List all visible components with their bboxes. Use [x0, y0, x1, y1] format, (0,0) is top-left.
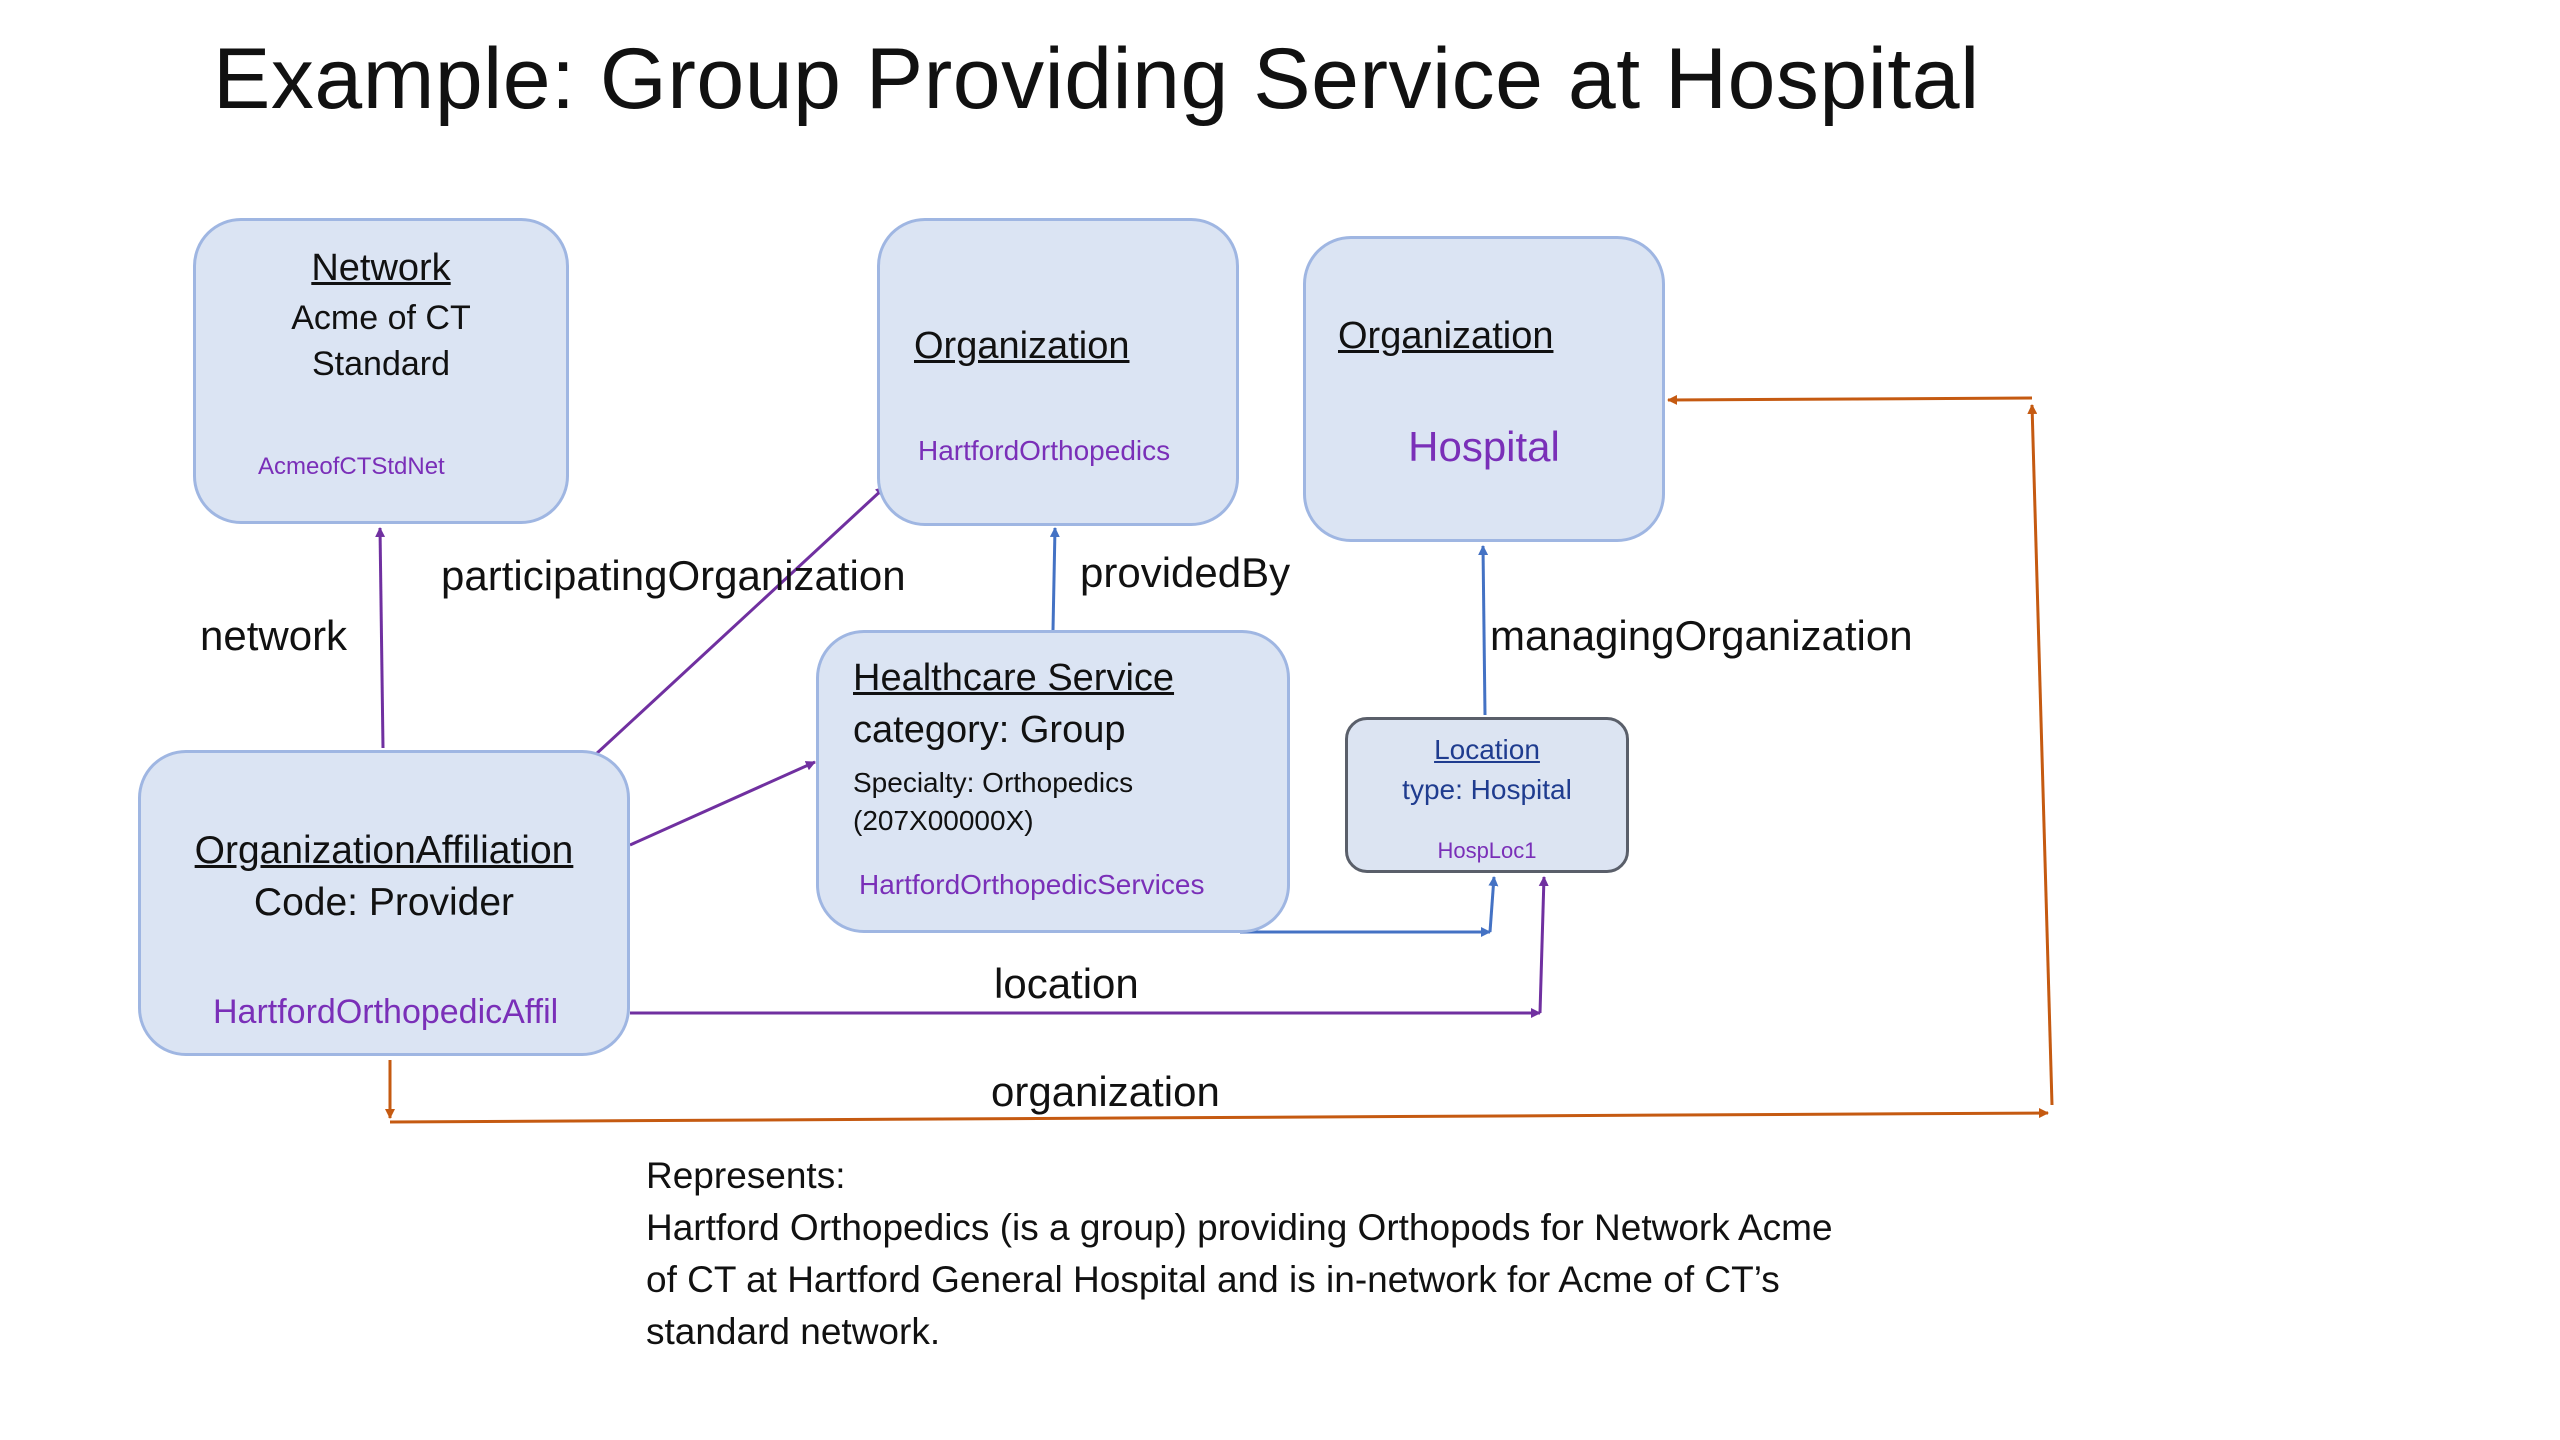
- healthcare-service-id: HartfordOrthopedicServices: [859, 869, 1205, 900]
- healthcare-service-category: category: Group: [853, 709, 1126, 751]
- edge-location-up: [1538, 876, 1549, 1014]
- network-type-label: Network: [311, 247, 451, 289]
- organization-hospital-type-label: Organization: [1338, 315, 1554, 357]
- note-line: Hartford Orthopedics (is a group) provid…: [646, 1207, 1833, 1248]
- network-id: AcmeofCTStdNet: [258, 453, 445, 480]
- edge-label-location: location: [994, 960, 1139, 1007]
- edge-participating-organization: [593, 485, 887, 757]
- edge-label-provided-by: providedBy: [1080, 549, 1291, 596]
- edge-service-location-up: [1488, 876, 1499, 933]
- network-name-line2: Standard: [312, 345, 450, 383]
- healthcare-service-specialty: Specialty: Orthopedics: [853, 767, 1134, 798]
- organization-hartford-node: Organization HartfordOrthopedics: [877, 218, 1239, 526]
- healthcare-service-node: Healthcare Service category: Group Speci…: [816, 630, 1290, 933]
- organization-hartford-id: HartfordOrthopedics: [918, 435, 1171, 466]
- page-title: Example: Group Providing Service at Hosp…: [213, 31, 1980, 127]
- edge-provided-by: [1049, 527, 1060, 631]
- location-subtype: type: Hospital: [1402, 774, 1572, 805]
- edge-organization: [389, 1108, 2049, 1124]
- organization-affiliation-type-label: OrganizationAffiliation: [194, 829, 574, 872]
- edge-label-network: network: [200, 612, 348, 659]
- representation-note: Represents: Hartford Orthopedics (is a g…: [646, 1150, 1833, 1358]
- network-name-line1: Acme of CT: [291, 299, 471, 337]
- edge-label-managing-organization: managingOrganization: [1490, 612, 1913, 659]
- organization-affiliation-id: HartfordOrthopedicAffil: [213, 993, 559, 1031]
- healthcare-service-type-label: Healthcare Service: [853, 657, 1175, 699]
- edge-organization-up: [2027, 404, 2054, 1106]
- location-type-label: Location: [1434, 734, 1540, 765]
- note-line: of CT at Hartford General Hospital and i…: [646, 1259, 1780, 1300]
- edge-managing-organization: [1478, 545, 1489, 716]
- organization-hospital-name: Hospital: [1408, 423, 1560, 470]
- healthcare-service-code: (207X00000X): [853, 805, 1034, 836]
- organization-hartford-type-label: Organization: [914, 325, 1130, 367]
- location-node: Location type: Hospital HospLoc1: [1345, 717, 1629, 873]
- organization-affiliation-node: OrganizationAffiliation Code: Provider H…: [138, 750, 630, 1056]
- location-id: HospLoc1: [1437, 838, 1537, 863]
- edge-label-organization: organization: [991, 1068, 1220, 1115]
- organization-affiliation-code: Code: Provider: [253, 881, 515, 924]
- network-node: Network Acme of CT Standard AcmeofCTStdN…: [193, 218, 569, 524]
- note-line: standard network.: [646, 1311, 941, 1352]
- edge-organization-left: [1667, 394, 2033, 405]
- edge-label-participating-organization: participatingOrganization: [441, 552, 906, 599]
- organization-hospital-node: Organization Hospital: [1303, 236, 1665, 542]
- edge-affiliation-service: [629, 760, 816, 847]
- note-heading: Represents:: [646, 1155, 846, 1196]
- edge-network: [375, 527, 386, 749]
